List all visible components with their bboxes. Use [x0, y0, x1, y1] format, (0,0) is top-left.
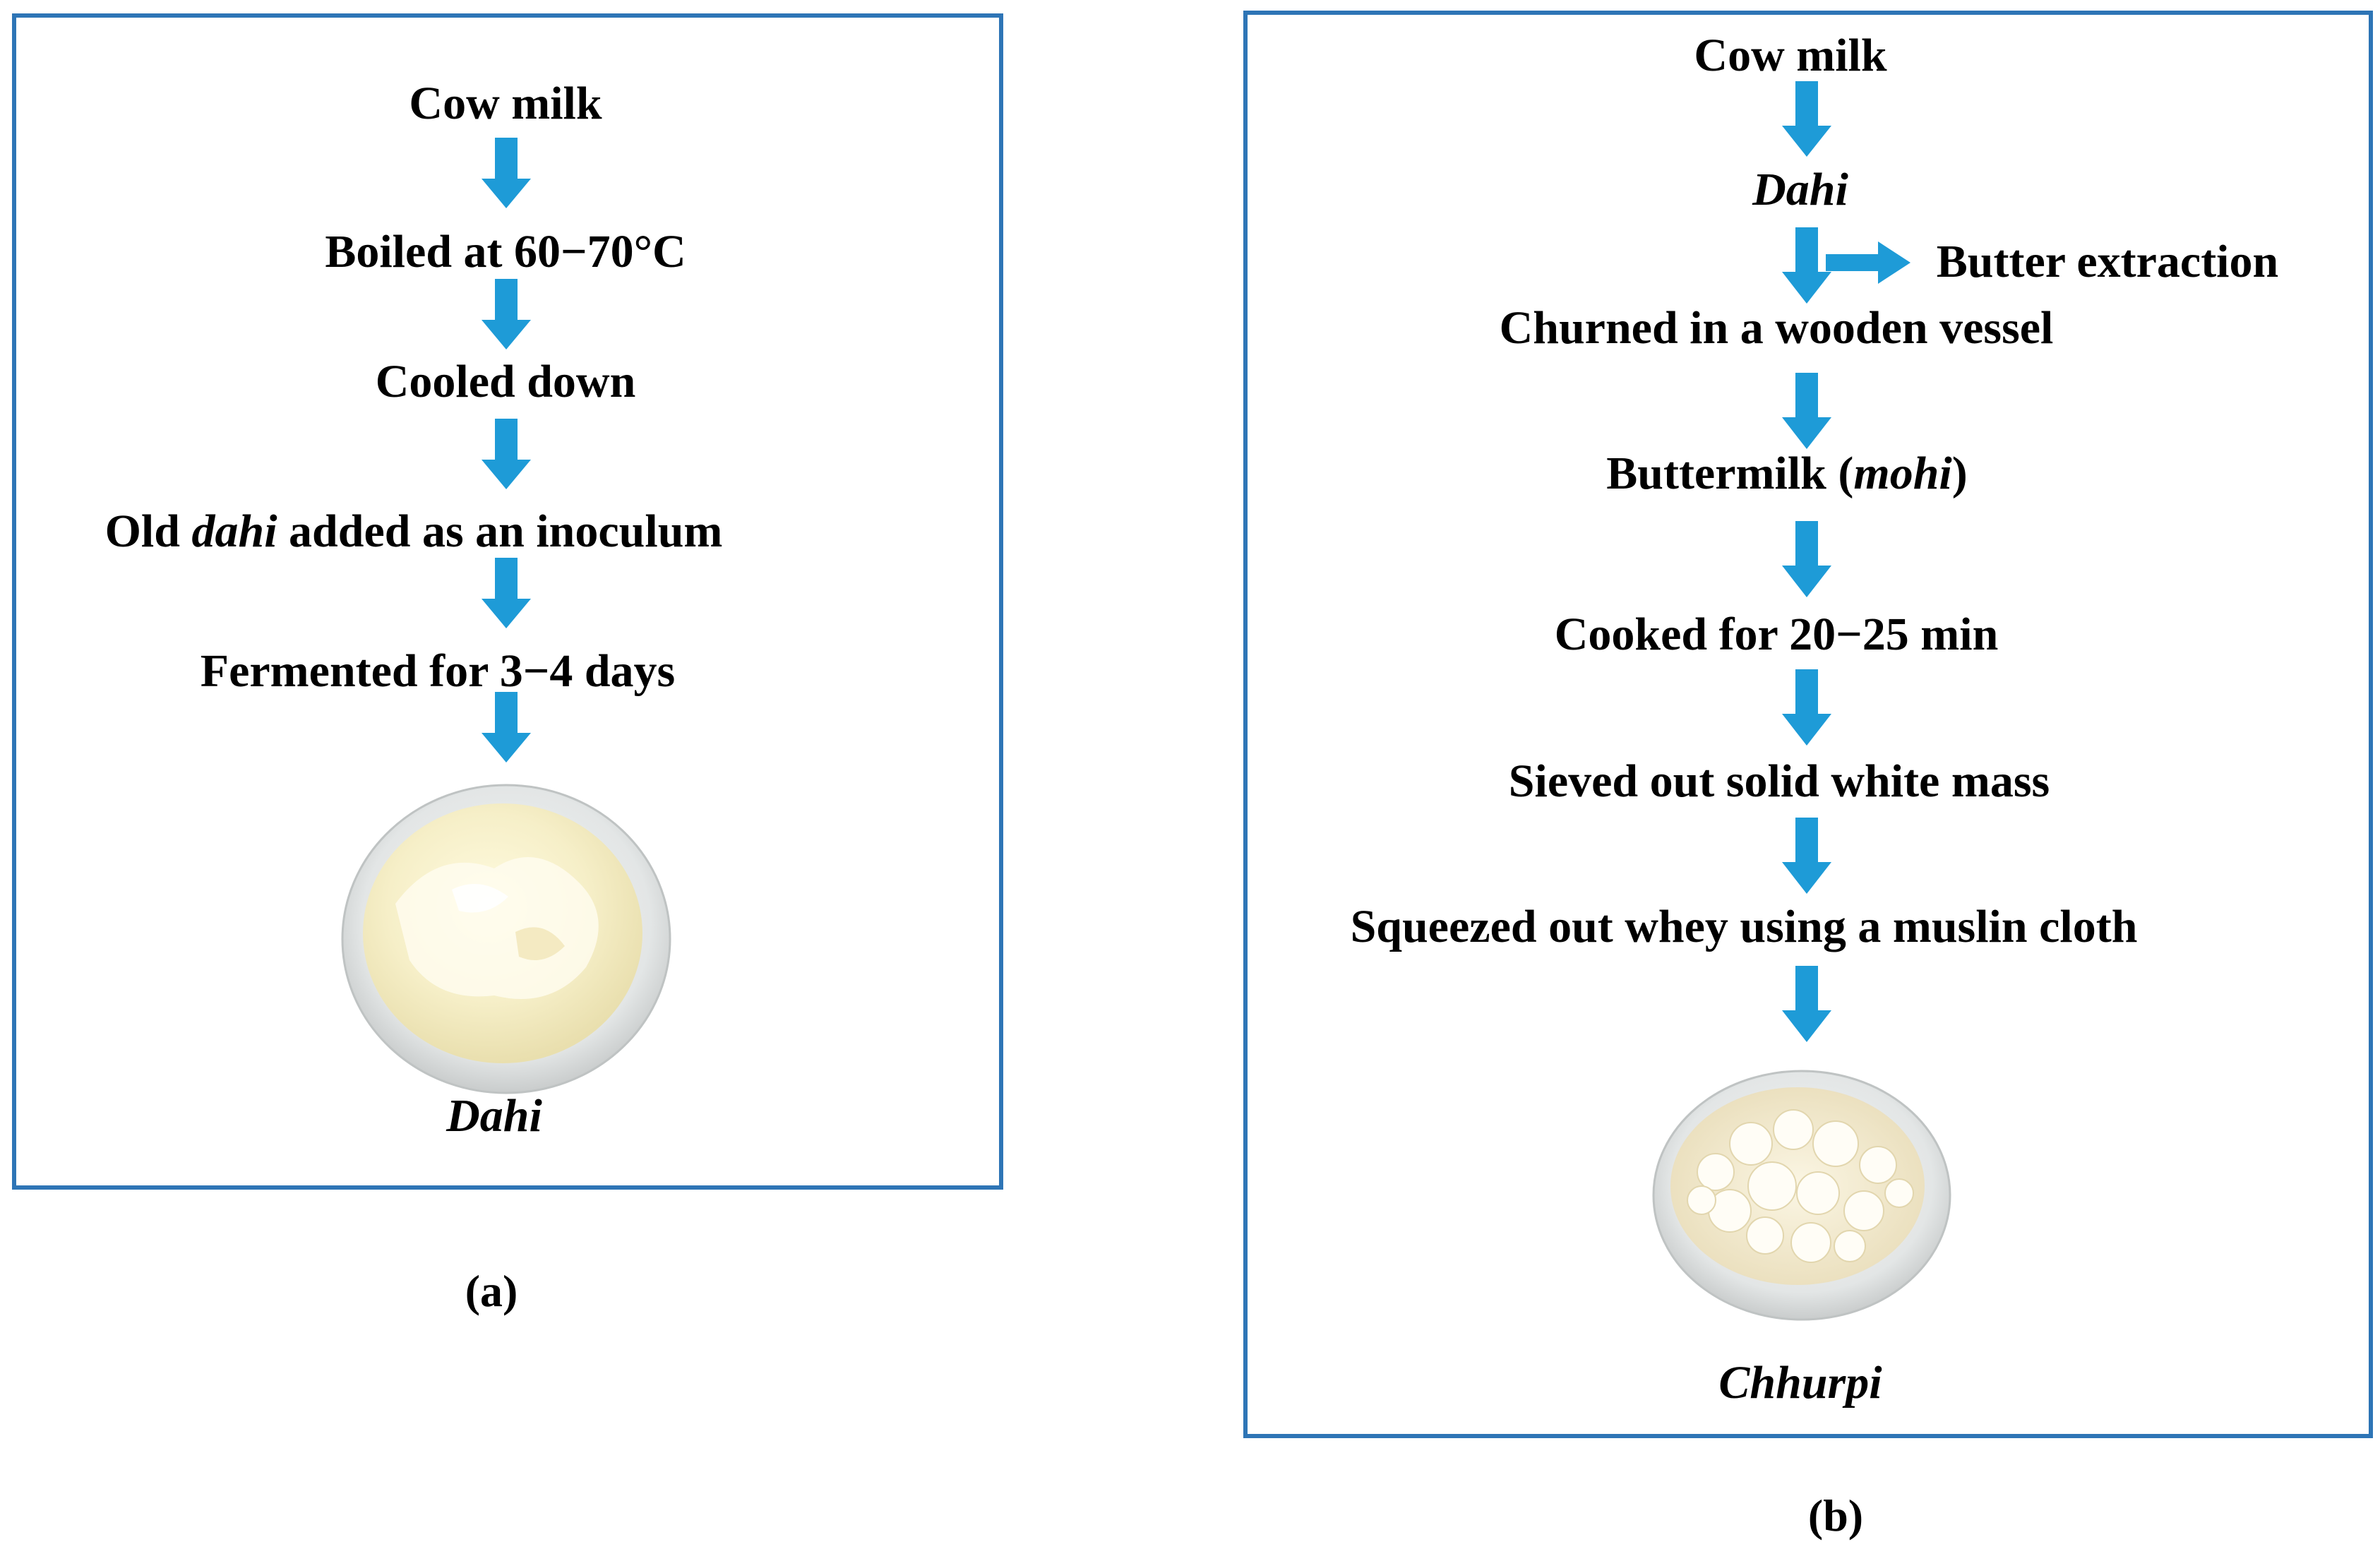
panel-b-side-step-butter: Butter extraction: [1937, 236, 2278, 287]
chhurpi-bowl-image: [1652, 1070, 1951, 1321]
down-arrow-icon: [1782, 81, 1831, 157]
panel-b-caption: (b): [1808, 1490, 1863, 1541]
panel-b-product-label: Chhurpi: [1718, 1357, 1882, 1409]
down-arrow-icon: [482, 279, 531, 349]
panel-b-step-churned: Churned in a wooden vessel: [1500, 302, 2054, 354]
panel-a-step-inoculum: Old dahi added as an inoculum: [105, 506, 723, 557]
down-arrow-icon: [1782, 521, 1831, 597]
down-arrow-icon: [482, 138, 531, 208]
panel-a-caption: (a): [465, 1266, 518, 1316]
panel-b-step-sieved: Sieved out solid white mass: [1509, 755, 2050, 807]
panel-a-frame: [12, 13, 1003, 1190]
panel-b-step-dahi: Dahi: [1752, 164, 1848, 215]
down-arrow-icon: [1782, 227, 1831, 304]
buttermilk-prefix: Buttermilk (: [1606, 448, 1853, 499]
buttermilk-suffix: ): [1952, 448, 1968, 499]
panel-b-step-cooked: Cooked for 20−25 min: [1555, 609, 1999, 660]
inoculum-prefix: Old: [105, 506, 192, 557]
panel-a-step-boiled: Boiled at 60−70°C: [325, 226, 686, 277]
down-arrow-icon: [1782, 966, 1831, 1042]
inoculum-italic: dahi: [191, 506, 277, 557]
down-arrow-icon: [1782, 373, 1831, 449]
down-arrow-icon: [482, 419, 531, 489]
right-arrow-icon: [1826, 241, 1910, 284]
down-arrow-icon: [482, 558, 531, 628]
panel-b-step-cow-milk: Cow milk: [1694, 30, 1886, 81]
dahi-bowl-image: [341, 784, 671, 1094]
panel-b-step-squeezed: Squeezed out whey using a muslin cloth: [1351, 901, 2138, 952]
down-arrow-icon: [482, 692, 531, 762]
panel-a-product-label: Dahi: [445, 1090, 542, 1142]
panel-a-step-fermented: Fermented for 3−4 days: [201, 645, 675, 697]
down-arrow-icon: [1782, 818, 1831, 894]
inoculum-suffix: added as an inoculum: [277, 506, 723, 557]
panel-b-step-buttermilk: Buttermilk (mohi): [1606, 448, 1967, 499]
panel-a-step-cow-milk: Cow milk: [409, 78, 602, 129]
panel-a-step-cooled: Cooled down: [376, 356, 636, 407]
down-arrow-icon: [1782, 669, 1831, 746]
buttermilk-italic: mohi: [1853, 448, 1952, 499]
panel-b-frame: [1243, 11, 2373, 1438]
